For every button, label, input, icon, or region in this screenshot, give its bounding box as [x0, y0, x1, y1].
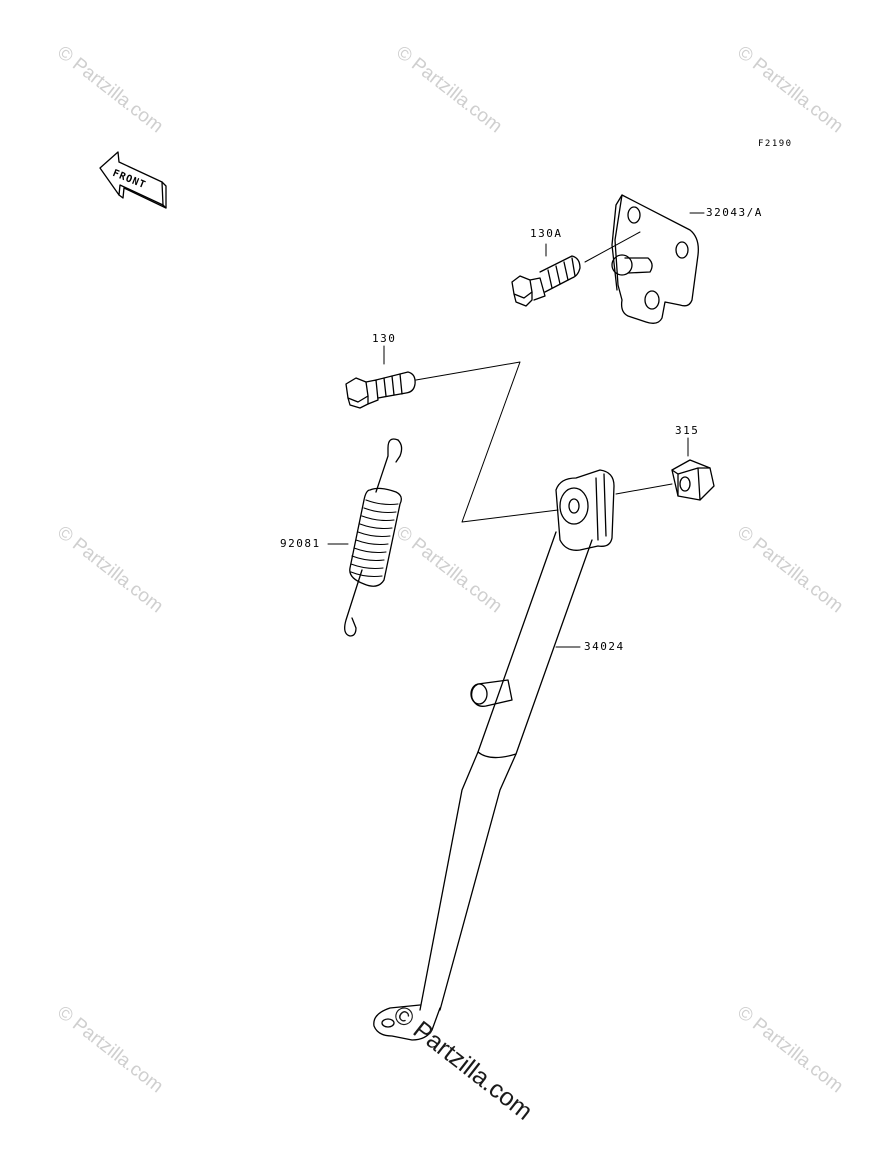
- part-label-32043a: 32043/A: [706, 206, 763, 219]
- pivot-nut-icon: [615, 437, 715, 501]
- part-label-130a: 130A: [530, 227, 563, 240]
- side-stand-icon: [373, 469, 615, 1041]
- mounting-bracket-icon: [584, 194, 705, 324]
- part-label-34024: 34024: [584, 640, 625, 653]
- part-label-130: 130: [372, 332, 397, 345]
- pivot-bolt-icon: [345, 345, 559, 523]
- part-label-315: 315: [675, 424, 700, 437]
- part-label-92081: 92081: [280, 537, 321, 550]
- front-arrow-icon: [99, 151, 167, 209]
- return-spring-icon: [327, 438, 403, 637]
- figure-code: F2190: [758, 139, 793, 149]
- bracket-bolt-icon: [511, 243, 581, 307]
